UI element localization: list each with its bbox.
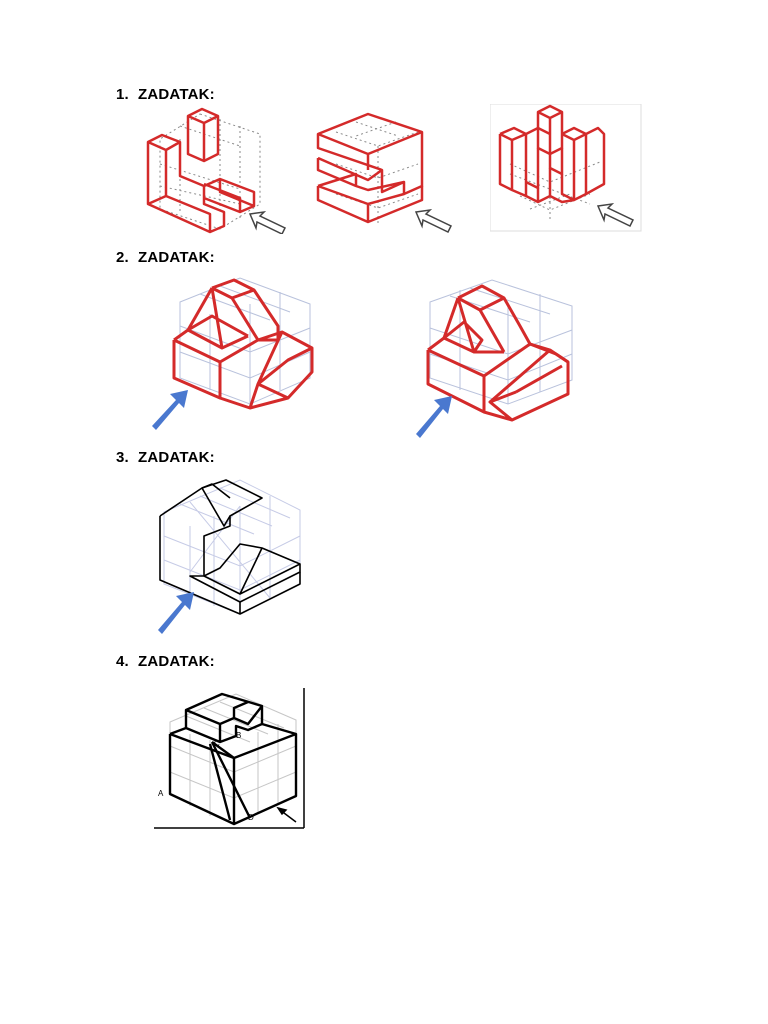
task-1-figure-3 [490,104,642,232]
task-4-figure: A B C D [154,688,305,829]
task-number: 1. [116,86,129,103]
frame-line [154,688,305,829]
task-2-figure-1 [152,277,314,430]
point-label-b: B [236,731,241,740]
point-label-c: C [214,739,220,748]
hollow-arrow-icon [596,202,635,227]
task-title: ZADATAK: [138,249,215,266]
task-title: ZADATAK: [138,86,215,103]
task-4-heading: 4. ZADATAK: [116,653,215,670]
task-1-heading: 1. ZADATAK: [116,86,215,103]
task-3-heading: 3. ZADATAK: [116,449,215,466]
blue-arrow-icon [416,396,452,438]
task-number: 4. [116,653,129,670]
point-label-a: A [158,789,164,798]
point-label-d: D [248,813,254,822]
blue-arrow-icon [152,390,188,430]
task-1-figure-2 [316,112,453,233]
task-number: 3. [116,449,129,466]
task-3-figure [158,479,301,634]
task-1-figure-1 [146,107,287,234]
hollow-arrow-icon [248,210,287,234]
hollow-arrow-icon [414,208,453,233]
task-title: ZADATAK: [138,653,215,670]
task-2-figure-2 [416,279,573,438]
small-arrow-icon [276,806,297,823]
task-number: 2. [116,249,129,266]
task-title: ZADATAK: [138,449,215,466]
blue-arrow-icon [158,592,194,634]
task-2-heading: 2. ZADATAK: [116,249,215,266]
